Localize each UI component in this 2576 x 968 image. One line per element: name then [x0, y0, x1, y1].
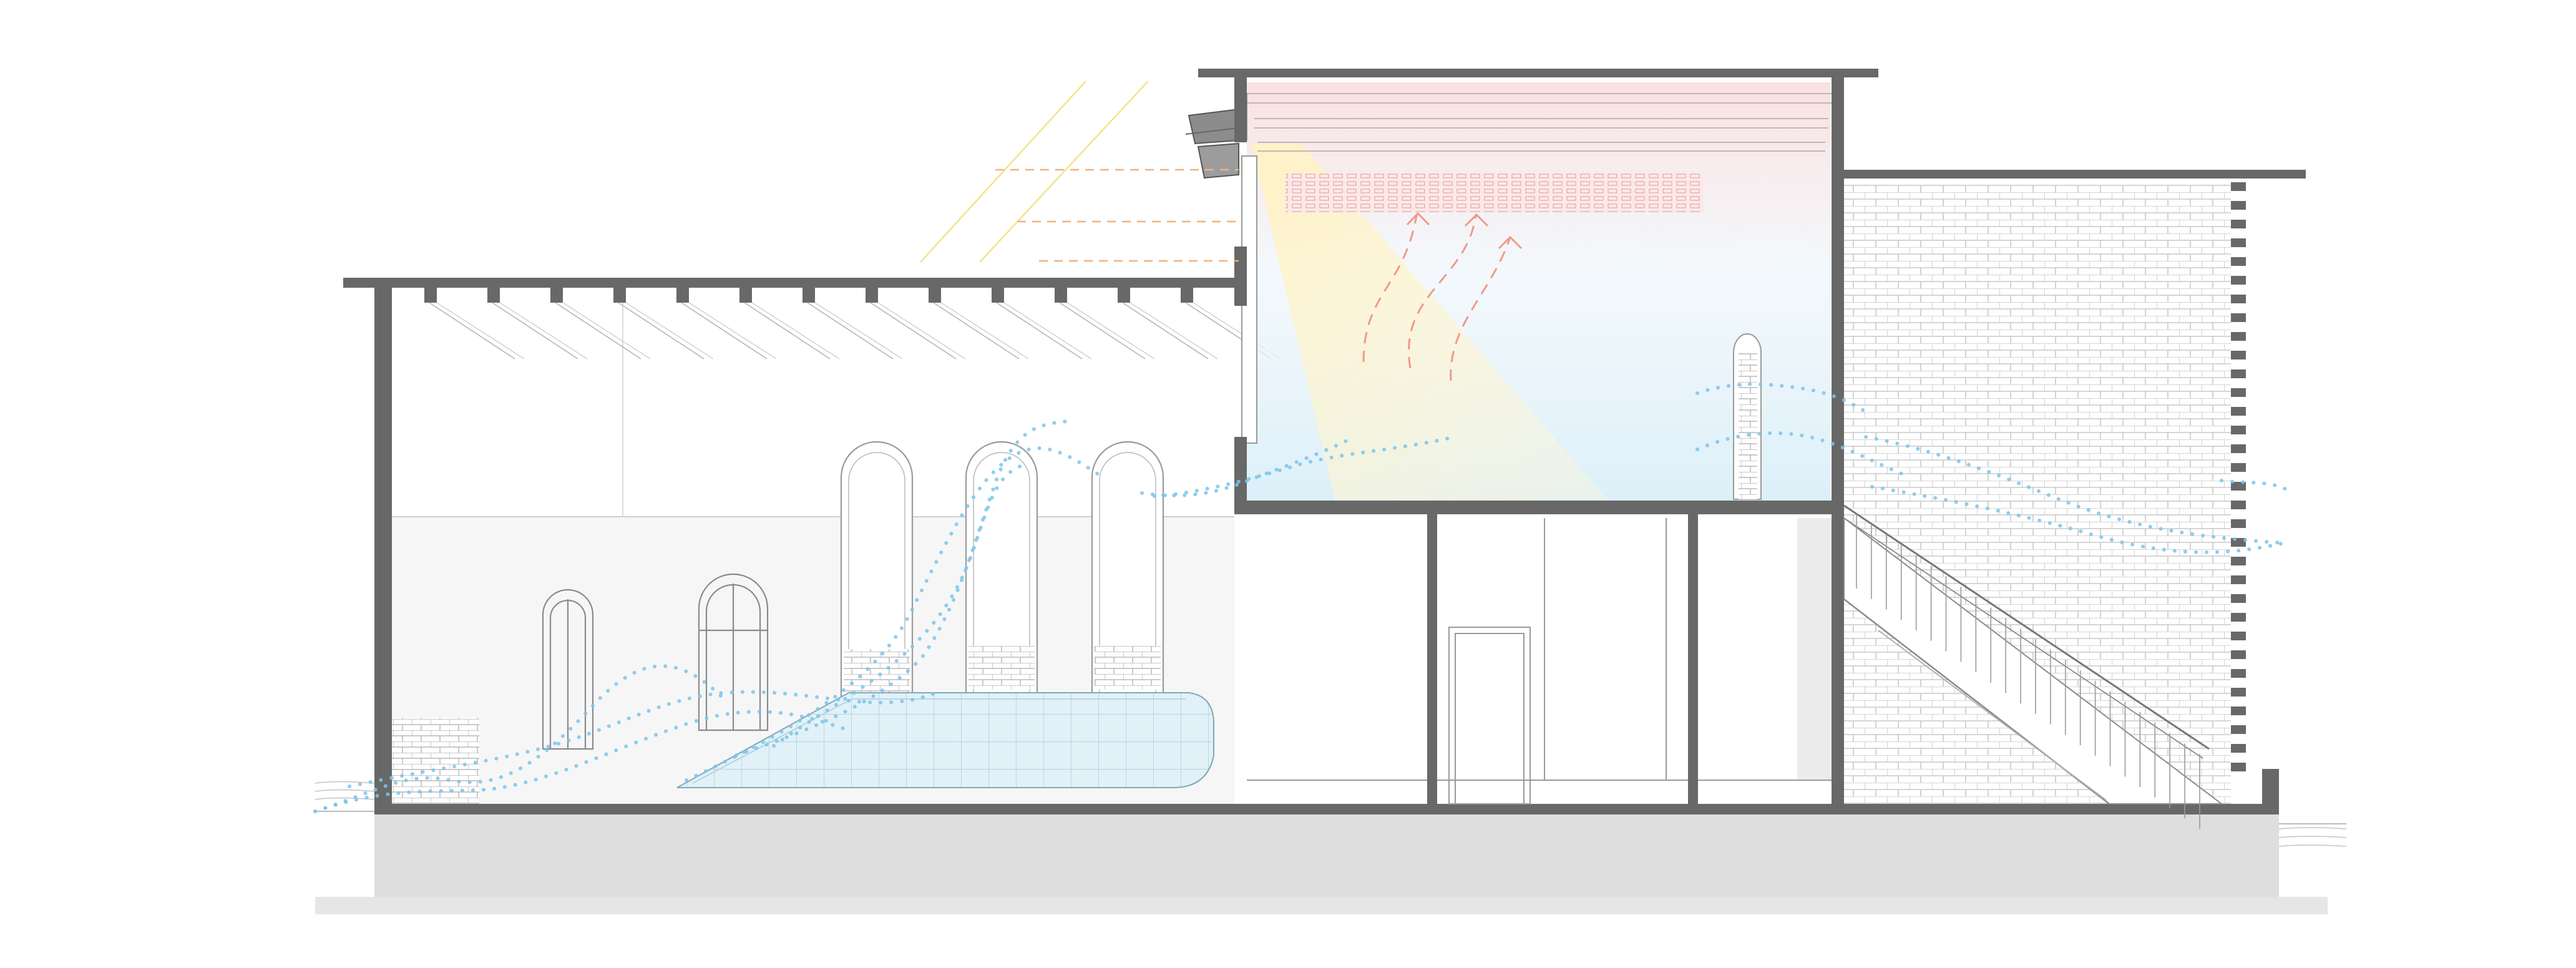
airflow-line [1695, 382, 1868, 414]
brick-edge [2231, 182, 2246, 771]
heat-lines [995, 169, 1239, 262]
airflow-line [734, 419, 1069, 757]
central-structure [1198, 69, 2108, 814]
airflow-line [1153, 435, 1456, 498]
airflow-line [1864, 435, 2286, 545]
airflow-line [685, 446, 1100, 782]
ground [315, 781, 2347, 914]
louver-awning [1185, 108, 1239, 179]
stair [1843, 504, 2223, 829]
airflow [313, 382, 2289, 813]
brick-stair-hall [1843, 170, 2306, 829]
sun-rays [1251, 144, 1610, 502]
pool [676, 692, 1214, 788]
arched-window [542, 573, 769, 750]
sun-ray-lines [920, 81, 1149, 263]
lower-rooms [1247, 514, 1832, 804]
airflow-line [313, 664, 726, 813]
upper-room [1185, 82, 1832, 504]
roof-beams [424, 288, 1281, 359]
left-hall [343, 278, 1281, 814]
rising-heat [1362, 212, 1523, 381]
airflow-line [772, 463, 1025, 748]
brick-screen [1286, 174, 1704, 212]
door [1448, 627, 1531, 804]
